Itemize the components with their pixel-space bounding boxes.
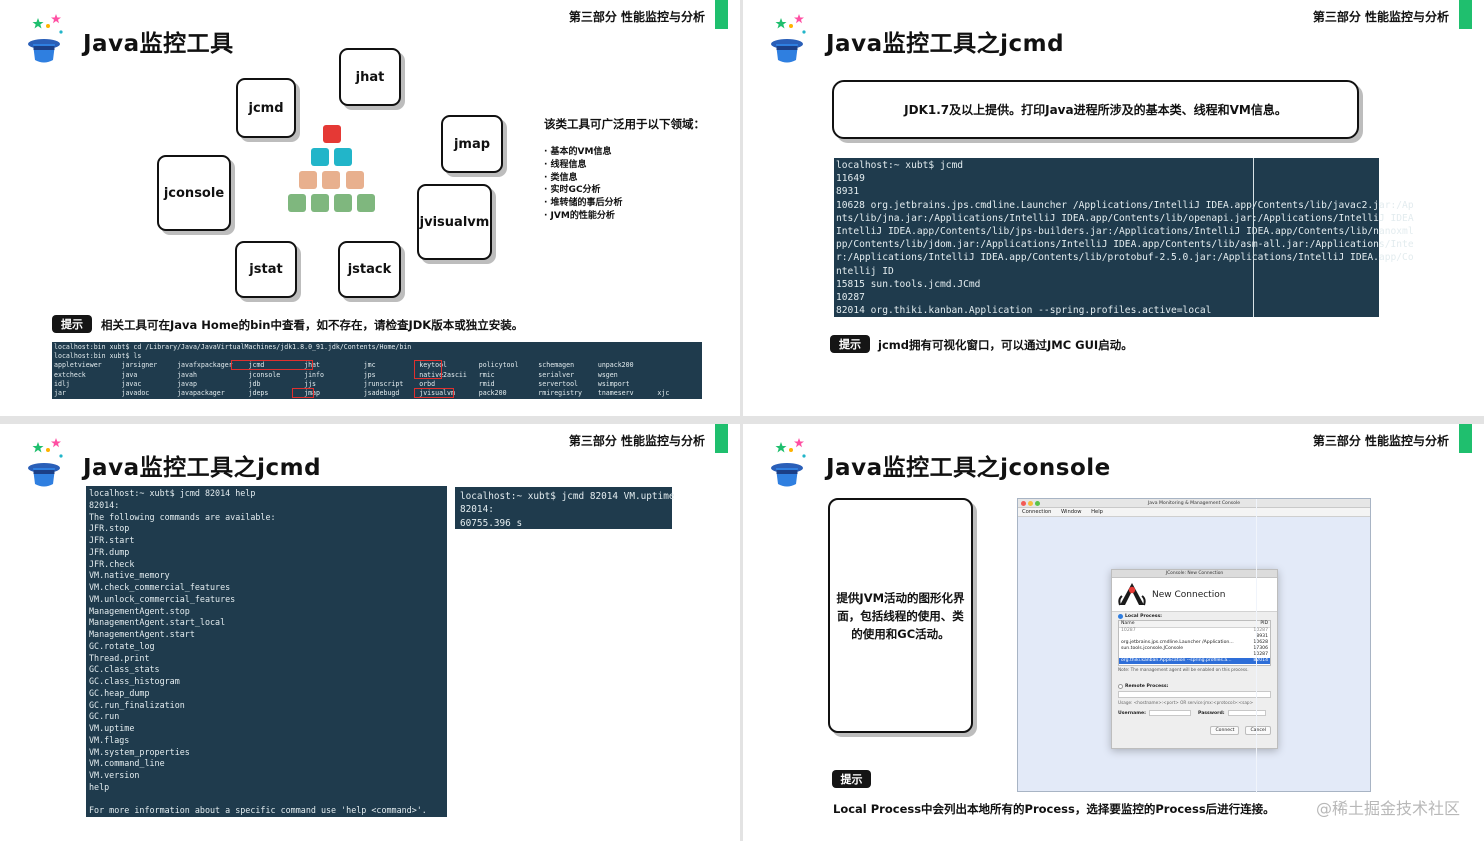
highlight-jstack-jstat xyxy=(414,360,442,379)
tool-box-jstat: jstat xyxy=(235,241,297,298)
dialog-title: JConsole: New Connection xyxy=(1112,570,1277,578)
slide-title: Java监控工具之jcmd xyxy=(83,455,322,481)
tool-box-jhat: jhat xyxy=(339,48,401,106)
password-label: Password: xyxy=(1197,710,1225,716)
cancel-button[interactable]: Cancel xyxy=(1245,726,1271,735)
list-item: · 类信息 xyxy=(544,172,578,183)
jcmd-description-banner: JDK1.7及以上提供。打印Java进程所涉及的基本类、线程和VM信息。 xyxy=(832,80,1359,139)
local-process-radio[interactable] xyxy=(1118,614,1123,619)
dialog-heading: New Connection xyxy=(1152,590,1226,600)
accent-bar xyxy=(715,424,728,453)
tool-box-jcmd: jcmd xyxy=(236,78,296,138)
password-input[interactable] xyxy=(1227,710,1266,716)
tool-box-jmap: jmap xyxy=(441,115,503,173)
table-row-selected[interactable]: org.thiki.kanban.Application --spring.pr… xyxy=(1119,658,1270,664)
list-item: · 实时GC分析 xyxy=(544,185,601,196)
terminal-jcmd-list: localhost:~ xubt$ jcmd 11649 8931 10628 … xyxy=(834,158,1414,317)
magic-hat-logo-icon xyxy=(771,438,806,487)
magic-hat-logo-icon xyxy=(28,14,63,63)
slide-jcmd-help: Java监控工具之jcmd 第三部分 性能监控与分析 localhost:~ x… xyxy=(0,424,740,841)
highlight-jcmd-jhat xyxy=(231,360,313,370)
list-item: · JVM的性能分析 xyxy=(544,210,615,221)
usage-list: · 基本的VM信息 · 线程信息 · 类信息 · 实时GC分析 · 堆转储的事后… xyxy=(544,146,623,223)
window-titlebar: Java Monitoring & Management Console xyxy=(1018,499,1370,508)
tool-box-jstack: jstack xyxy=(338,241,401,298)
remote-process-label: Remote Process: xyxy=(1125,684,1169,689)
terminal-vm-uptime: localhost:~ xubt$ jcmd 82014 VM.uptime 8… xyxy=(455,487,674,529)
watermark: @稀土掘金技术社区 xyxy=(1315,799,1460,818)
process-table-header: Name PID xyxy=(1119,621,1270,628)
slide-jcmd-intro: Java监控工具之jcmd 第三部分 性能监控与分析 JDK1.7及以上提供。打… xyxy=(743,0,1484,416)
tip-text: Local Process中会列出本地所有的Process，选择要监控的Proc… xyxy=(833,802,1275,816)
menu-help[interactable]: Help xyxy=(1091,509,1103,515)
agent-note: Note: The management agent will be enabl… xyxy=(1118,667,1249,672)
usage-intro: 该类工具可广泛用于以下领域： xyxy=(544,117,705,131)
column-header-name: Name xyxy=(1121,621,1135,626)
list-item: · 线程信息 xyxy=(544,159,587,170)
terminal-ls-bin: localhost:bin xubt$ cd /Library/Java/Jav… xyxy=(52,342,702,399)
magic-hat-logo-icon xyxy=(771,14,806,63)
slide-title: Java监控工具 xyxy=(83,31,234,57)
slide-java-monitoring-tools: Java监控工具 第三部分 性能监控与分析 jcmd jhat jmap jco… xyxy=(0,0,740,416)
section-label: 第三部分 性能监控与分析 xyxy=(1312,10,1449,24)
tip-text: jcmd拥有可视化窗口，可以通过JMC GUI启动。 xyxy=(878,338,1133,352)
section-label: 第三部分 性能监控与分析 xyxy=(568,10,705,24)
menu-connection[interactable]: Connection xyxy=(1022,509,1052,515)
highlight-jvisualvm xyxy=(414,388,454,398)
terminal-split-line xyxy=(1253,158,1254,317)
magic-hat-logo-icon xyxy=(28,438,63,487)
new-connection-dialog: JConsole: New Connection New Connection … xyxy=(1111,569,1278,749)
dialog-header: New Connection xyxy=(1112,578,1277,612)
connect-button[interactable]: Connect xyxy=(1210,726,1240,735)
highlight-jmap xyxy=(292,388,314,398)
maximize-window-icon[interactable] xyxy=(1035,501,1040,506)
accent-bar xyxy=(1459,424,1472,453)
tip-text: 相关工具可在Java Home的bin中查看，如不存在，请检查JDK版本或独立安… xyxy=(101,318,524,332)
java-duke-icon xyxy=(1118,583,1146,606)
jconsole-description-box: 提供JVM活动的图形化界面，包括线程的使用、类的使用和GC活动。 xyxy=(828,498,973,733)
tip-badge: 提示 xyxy=(832,770,871,788)
split-line xyxy=(1256,499,1257,793)
remote-process-radio[interactable] xyxy=(1118,684,1123,689)
terminal-jcmd-help: localhost:~ xubt$ jcmd 82014 help 82014:… xyxy=(86,486,447,817)
window-menubar: Connection Window Help xyxy=(1018,508,1370,517)
tool-box-jconsole: jconsole xyxy=(157,155,231,231)
tip-badge: 提示 xyxy=(52,315,92,333)
minimize-window-icon[interactable] xyxy=(1028,501,1033,506)
slide-title: Java监控工具之jconsole xyxy=(826,455,1111,481)
tip-badge: 提示 xyxy=(830,335,870,353)
table-row[interactable]: 10287 xyxy=(1253,652,1268,657)
vertical-divider xyxy=(740,0,743,841)
accent-bar xyxy=(715,0,728,29)
table-row[interactable]: 8931 xyxy=(1256,634,1268,639)
close-window-icon[interactable] xyxy=(1021,501,1026,506)
list-item: · 基本的VM信息 xyxy=(544,147,612,157)
remote-process-input[interactable] xyxy=(1118,691,1271,698)
tool-box-jvisualvm: jvisualvm xyxy=(417,184,492,260)
slide-title: Java监控工具之jcmd xyxy=(826,31,1065,57)
jconsole-window: Java Monitoring & Management Console Con… xyxy=(1017,498,1371,793)
accent-bar xyxy=(1459,0,1472,29)
column-header-pid: PID xyxy=(1260,621,1268,626)
menu-window[interactable]: Window xyxy=(1061,509,1082,515)
username-label: Username: xyxy=(1118,710,1146,716)
window-title: Java Monitoring & Management Console xyxy=(1147,501,1241,506)
local-process-label: Local Process: xyxy=(1125,614,1163,619)
list-item: · 堆转储的事后分析 xyxy=(544,198,623,209)
table-row[interactable]: org.jetbrains.jps.cmdline.Launcher /Appl… xyxy=(1121,640,1268,645)
slide-jconsole: Java监控工具之jconsole 第三部分 性能监控与分析 提供JVM活动的图… xyxy=(743,424,1484,841)
section-label: 第三部分 性能监控与分析 xyxy=(1312,434,1449,448)
username-input[interactable] xyxy=(1148,710,1191,716)
section-label: 第三部分 性能监控与分析 xyxy=(568,434,705,448)
remote-usage-hint: Usage: <hostname>:<port> OR service:jmx:… xyxy=(1118,700,1254,705)
